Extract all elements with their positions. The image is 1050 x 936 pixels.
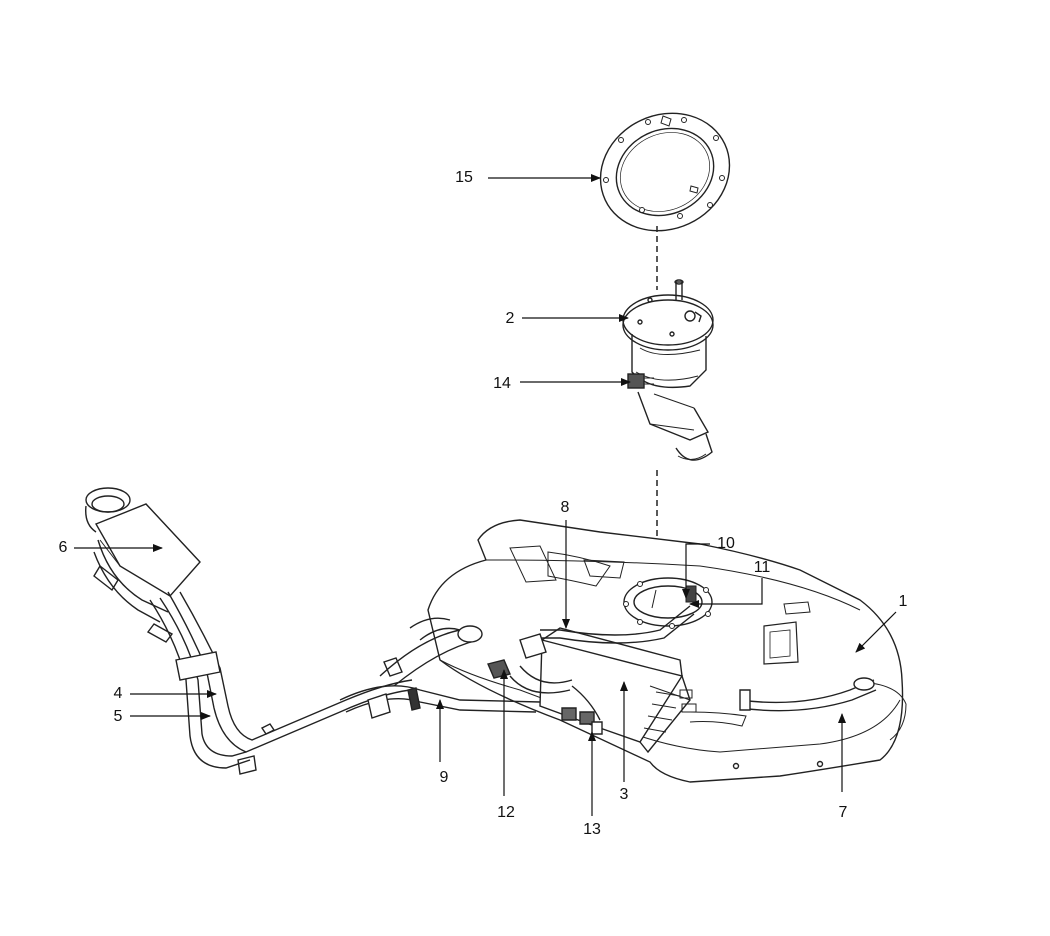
callout-1: 1	[898, 593, 908, 610]
callout-14: 14	[493, 375, 511, 392]
fuel-tank	[427, 519, 907, 783]
leader-lines	[74, 174, 897, 816]
callout-6: 6	[58, 539, 68, 556]
fuel-lines	[339, 605, 877, 735]
callout-5: 5	[113, 708, 123, 725]
callout-11: 11	[753, 559, 771, 576]
fuel-pump-gasket-ring	[599, 112, 731, 232]
callout-8: 8	[560, 499, 570, 516]
filler-neck	[85, 487, 201, 597]
callout-13: 13	[583, 821, 601, 838]
callout-7: 7	[838, 804, 848, 821]
callout-12: 12	[497, 804, 515, 821]
callout-3: 3	[619, 786, 629, 803]
callout-10: 10	[717, 535, 735, 552]
callout-9: 9	[439, 769, 449, 786]
fuel-pump-module	[622, 279, 714, 461]
callout-2: 2	[505, 310, 515, 327]
callout-15: 15	[455, 169, 473, 186]
callout-4: 4	[113, 685, 123, 702]
